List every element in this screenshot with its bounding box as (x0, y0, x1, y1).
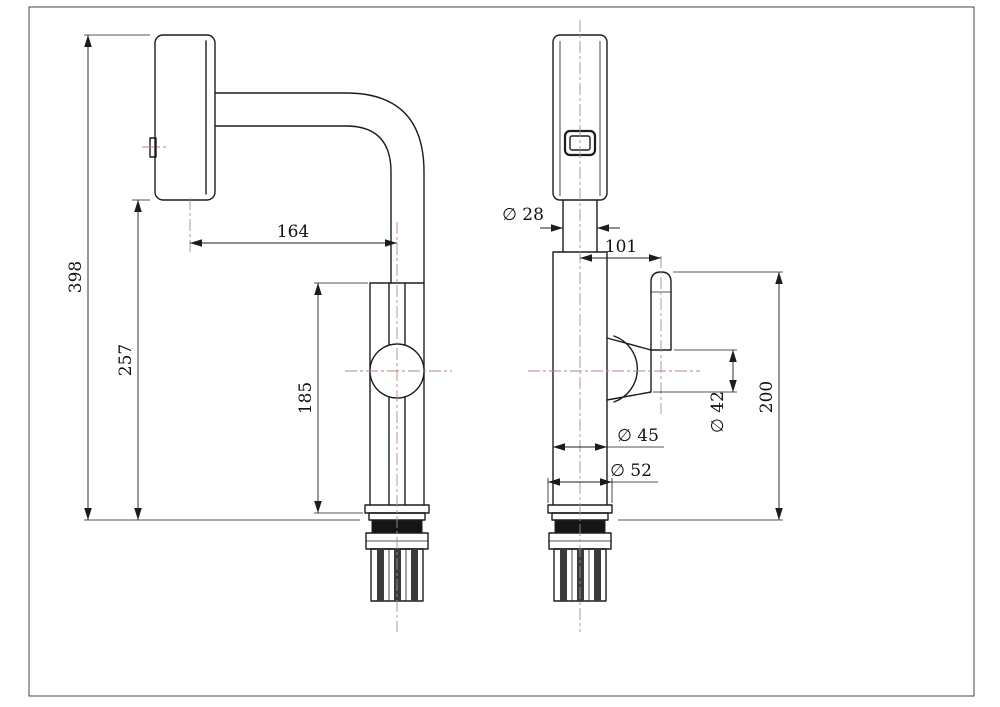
spray-head-edge-lines (559, 41, 601, 196)
dim-label-handle-height: 200 (757, 381, 777, 413)
dim-label-spout-to-deck: 257 (116, 344, 136, 376)
dim-label-cartridge-diameter: ∅ 42 (708, 391, 728, 433)
handle-joint (606, 335, 652, 403)
shank-lines-side (388, 549, 407, 601)
extension-lines-200 (618, 271, 783, 521)
right-view-dimensions: ∅ 28 101 200 ∅ 42 ∅ 45 ∅ 52 (502, 205, 783, 521)
faucet-body-side (369, 282, 425, 506)
dim-label-body-height: 185 (296, 382, 316, 414)
spray-head-detail (149, 40, 207, 195)
shank-slot (560, 549, 567, 601)
spout-arm (214, 92, 425, 284)
centerlines-left-view (142, 146, 452, 632)
left-view-dimensions: 398 257 164 185 (66, 34, 397, 521)
spray-head-side (154, 34, 216, 201)
extension-lines-left (84, 34, 368, 521)
centerlines-right-view (528, 20, 700, 632)
drawing-border (28, 6, 975, 697)
shank-slot (394, 549, 401, 601)
dim-label-spout-reach: 164 (277, 222, 309, 242)
dim-label-base-diameter: ∅ 52 (610, 461, 652, 481)
dim-label-handle-offset: 101 (605, 237, 637, 257)
extension-lines-dia42 (653, 349, 737, 393)
dim-label-overall-height: 398 (66, 261, 86, 293)
shank-lines-front (571, 549, 590, 601)
dim-label-body-diameter: ∅ 45 (617, 426, 659, 446)
right-view-faucet (528, 20, 700, 632)
left-view-faucet (142, 34, 452, 632)
shank-slot (377, 549, 384, 601)
shank-slot (594, 549, 601, 601)
shank-slot (411, 549, 418, 601)
shank-slot (577, 549, 584, 601)
dim-label-spout-diameter: ∅ 28 (502, 205, 544, 225)
